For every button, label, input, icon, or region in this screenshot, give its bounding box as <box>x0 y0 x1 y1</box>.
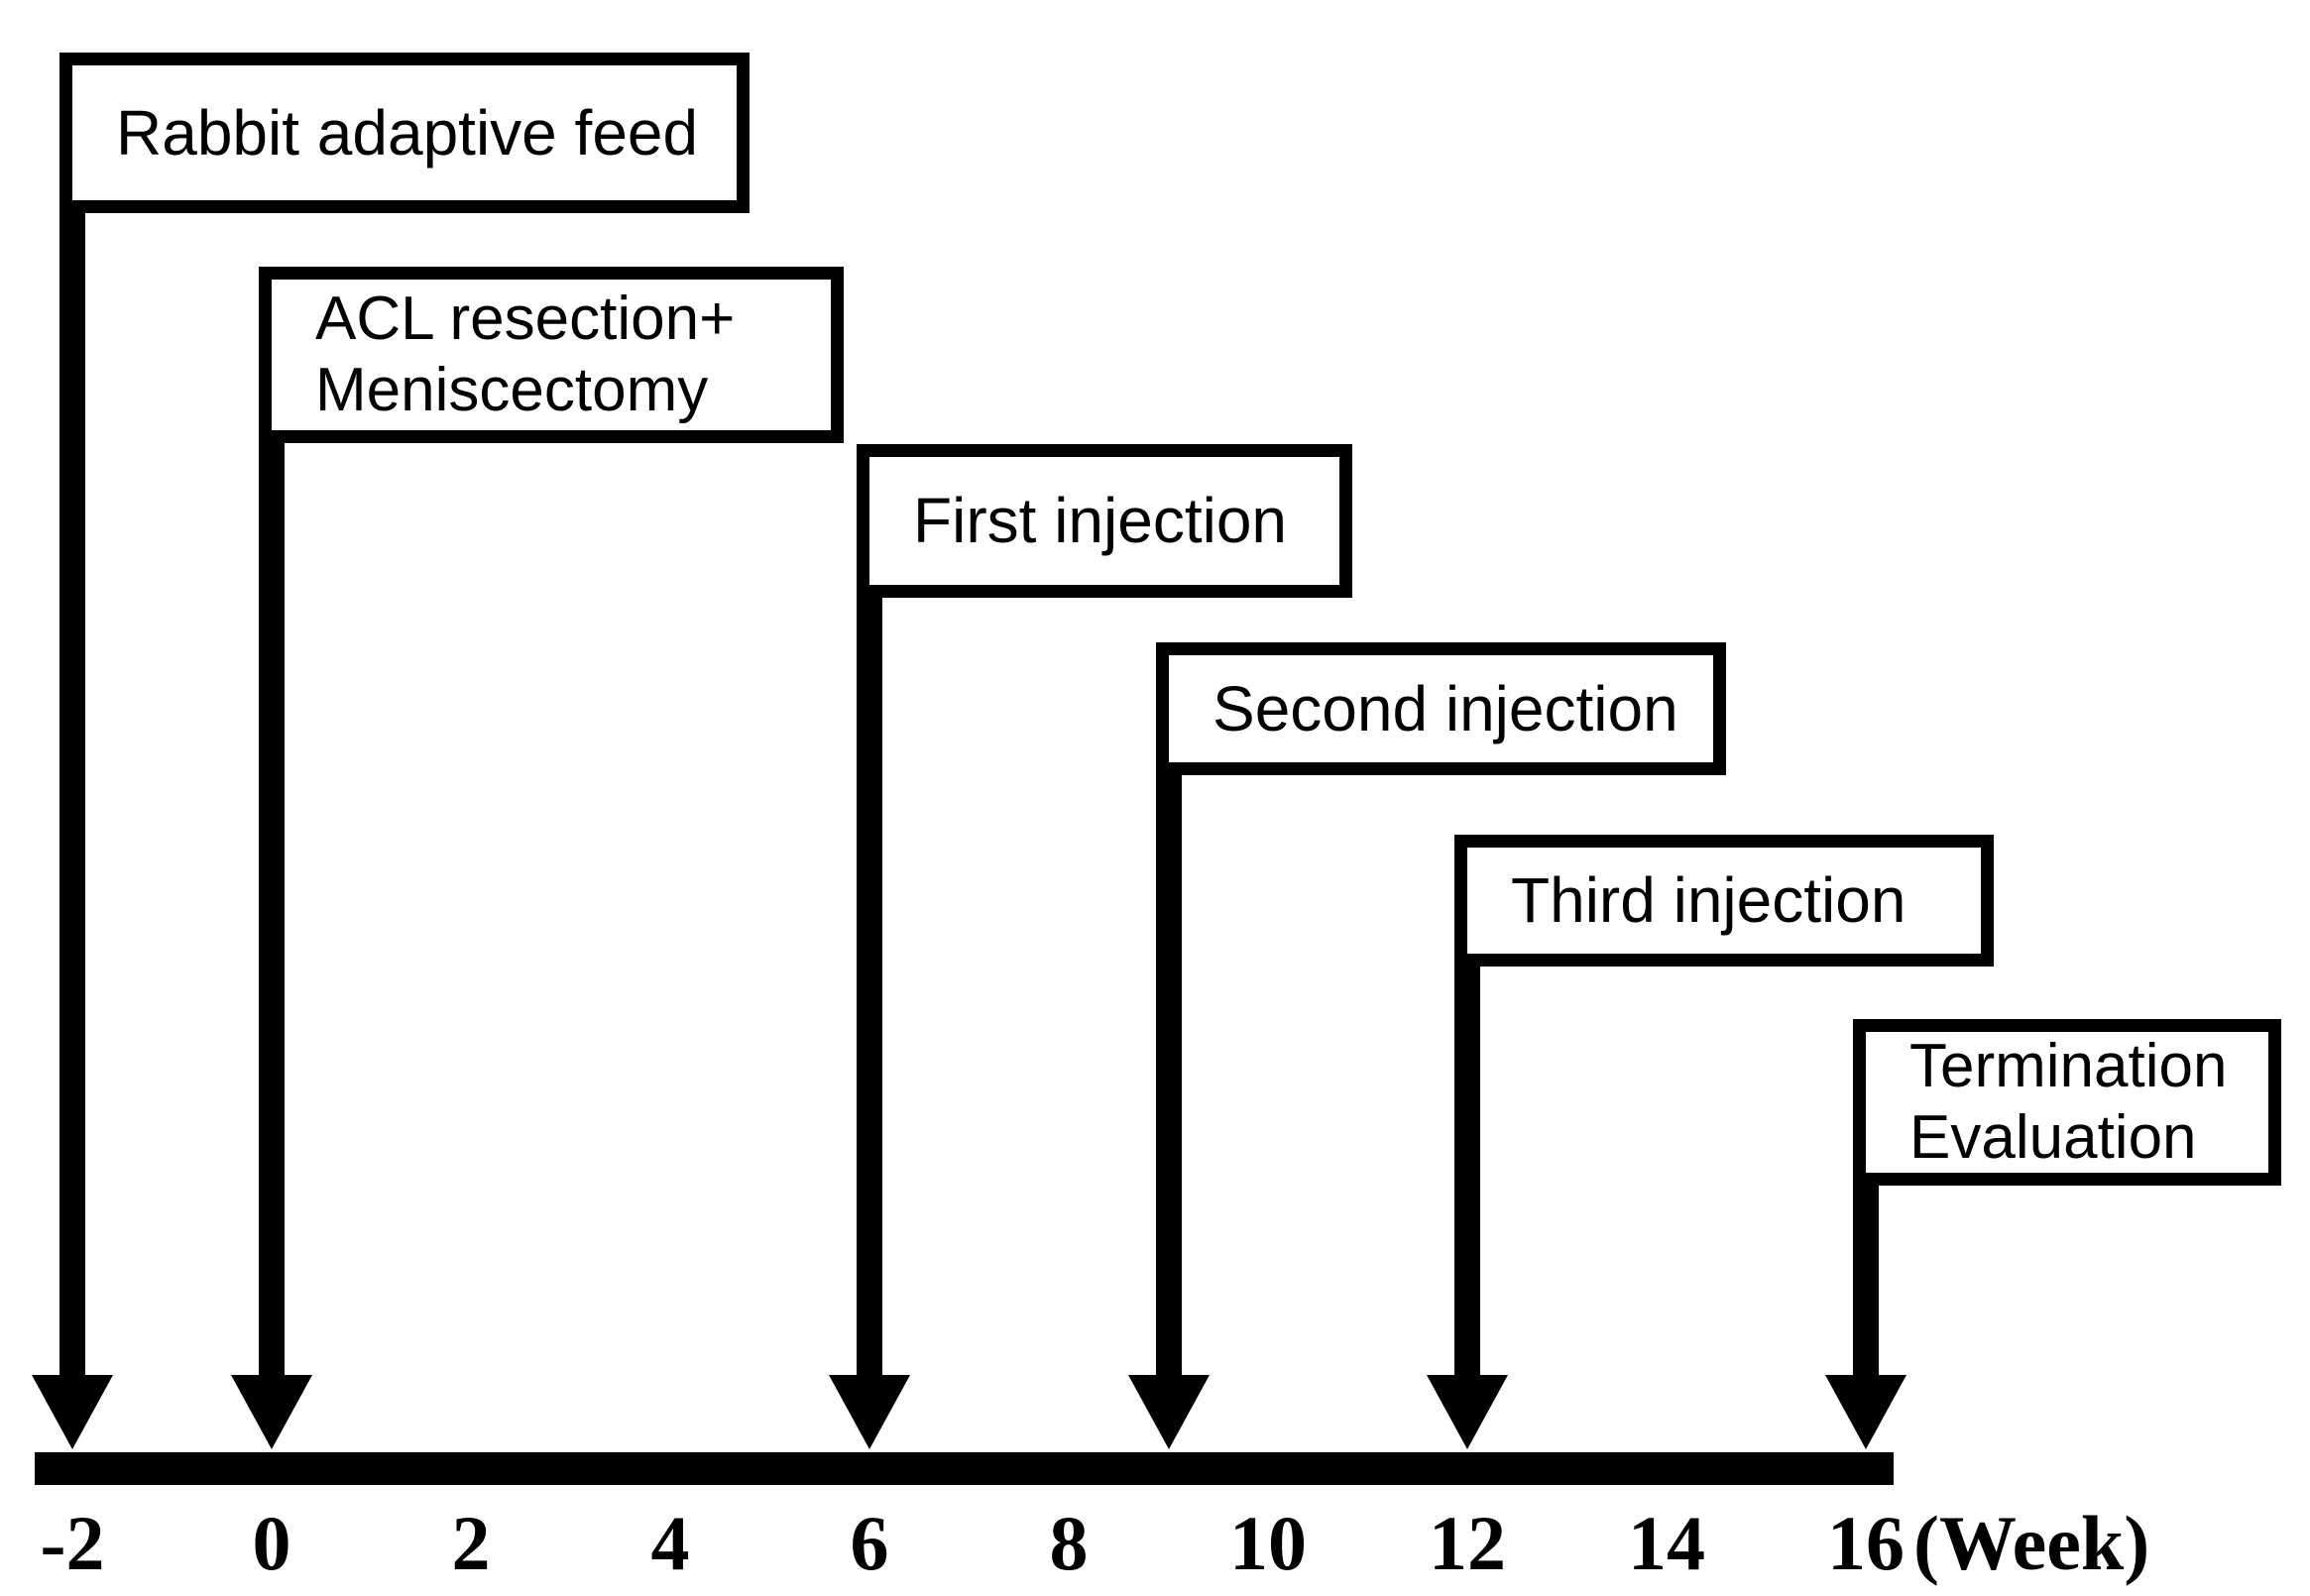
timeline-axis-bar <box>35 1452 1894 1485</box>
arrow-shaft <box>857 594 882 1375</box>
event-label-line2: Evaluation <box>1909 1103 2197 1172</box>
event-label: Rabbit adaptive feed <box>116 96 699 169</box>
arrow-head-icon <box>32 1375 113 1449</box>
axis-tick-label: 4 <box>650 1500 690 1586</box>
arrow-shaft <box>1156 771 1182 1375</box>
event-label-line2: Meniscectomy <box>315 356 709 424</box>
arrow-head-icon <box>231 1375 312 1449</box>
event-label-box: Termination Evaluation <box>1853 1019 2281 1186</box>
event-label-box: First injection <box>857 444 1352 598</box>
event-label: Second injection <box>1213 672 1678 744</box>
axis-tick-label: 16 <box>1827 1500 1905 1586</box>
arrow-shaft <box>259 439 285 1375</box>
event-label: ACL resection+ <box>315 285 736 354</box>
axis-tick-label: 2 <box>451 1500 491 1586</box>
arrow-head-icon <box>1825 1375 1906 1449</box>
axis-tick-label: 0 <box>252 1500 291 1586</box>
event-label: Third injection <box>1511 864 1906 937</box>
arrow-shaft <box>59 209 85 1375</box>
event-label-box: Rabbit adaptive feed <box>59 53 750 213</box>
event-label-box: Second injection <box>1156 642 1726 775</box>
event-label-box: ACL resection+ Meniscectomy <box>259 267 844 443</box>
axis-tick-label: 12 <box>1429 1500 1506 1586</box>
axis-tick-label: 6 <box>850 1500 889 1586</box>
event-label: First injection <box>913 485 1287 557</box>
arrow-head-icon <box>829 1375 910 1449</box>
axis-unit-label: (Week) <box>1913 1500 2150 1586</box>
arrow-shaft <box>1454 963 1480 1375</box>
arrow-head-icon <box>1128 1375 1210 1449</box>
arrow-head-icon <box>1427 1375 1508 1449</box>
event-label: Termination <box>1909 1032 2228 1101</box>
event-label-box: Third injection <box>1454 835 1994 967</box>
axis-tick-label: 14 <box>1628 1500 1705 1586</box>
axis-tick-label: 8 <box>1049 1500 1089 1586</box>
axis-tick-label: -2 <box>40 1500 105 1586</box>
arrow-shaft <box>1853 1180 1879 1375</box>
axis-tick-label: 10 <box>1229 1500 1307 1586</box>
